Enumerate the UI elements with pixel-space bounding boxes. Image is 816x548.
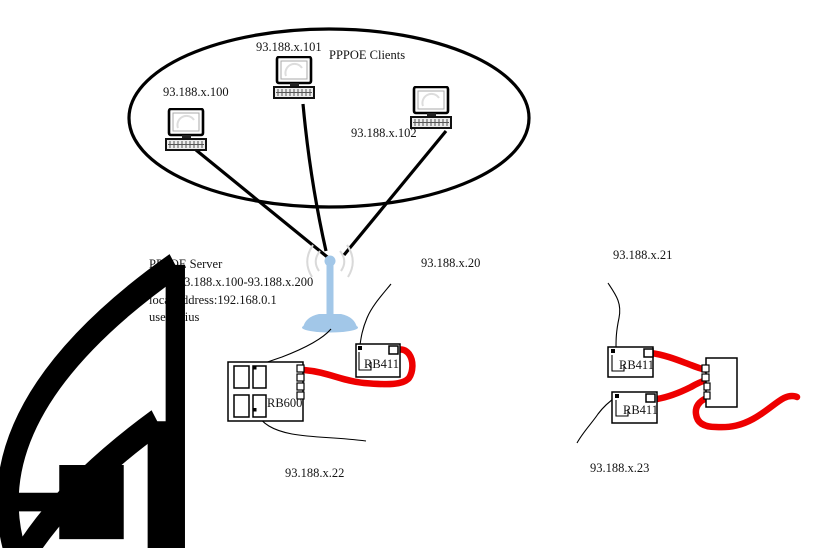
dish21-to-rb411-wire <box>607 282 621 349</box>
dish20-ip-label: 93.188.x.20 <box>421 256 480 270</box>
client1-uplink-line <box>194 148 333 262</box>
server-info-line: local address:192.168.0.1 <box>149 293 277 307</box>
wifi-waves-icon <box>306 244 354 278</box>
rb411-right-top-label: RB411 <box>619 358 654 372</box>
rb411-right-bottom-box: RB411 <box>611 391 658 424</box>
client2-uplink-line <box>301 103 328 252</box>
client-computer-icon-2 <box>273 56 315 100</box>
rb411-left-label: RB411 <box>364 357 399 371</box>
red-cable-rb411-top-to-box <box>647 349 711 374</box>
rb600-label: RB600 <box>267 396 302 410</box>
red-cable-rb600-to-rb411 <box>300 346 416 388</box>
clients-cloud-label: PPPOE Clients <box>329 48 405 62</box>
rb600-to-dish22-wire <box>256 412 367 442</box>
client-computer-icon-1 <box>165 108 207 152</box>
red-cable-uplink <box>692 392 801 431</box>
uplink-device-box <box>701 357 738 408</box>
client2-ip-label: 93.188.x.101 <box>256 40 322 54</box>
dish21-ip-label: 93.188.x.21 <box>613 248 672 262</box>
rb411-right-bottom-label: RB411 <box>623 403 658 417</box>
client-computer-icon-3 <box>410 86 452 130</box>
client3-ip-label: 93.188.x.102 <box>351 126 417 140</box>
server-info-line: pool: 93.188.x.100-93.188.x.200 <box>149 275 313 289</box>
rb600-router-box: RB600 <box>227 361 305 422</box>
rb411-right-top-box: RB411 <box>607 346 654 378</box>
clients-cloud-ellipse <box>127 27 531 209</box>
rb411-left-box: RB411 <box>355 343 401 378</box>
dish23-to-rb411-wire <box>576 396 617 444</box>
dish20-to-rb411-wire <box>359 283 392 346</box>
dish23-ip-label: 93.188.x.23 <box>590 461 649 475</box>
client3-uplink-line <box>342 129 448 257</box>
client1-ip-label: 93.188.x.100 <box>163 85 229 99</box>
wireless-antenna-icon <box>302 244 358 333</box>
rb600-ports <box>296 364 305 400</box>
dish22-ip-label: 93.188.x.22 <box>285 466 344 480</box>
red-cable-rb411-bottom-to-box <box>653 376 711 403</box>
